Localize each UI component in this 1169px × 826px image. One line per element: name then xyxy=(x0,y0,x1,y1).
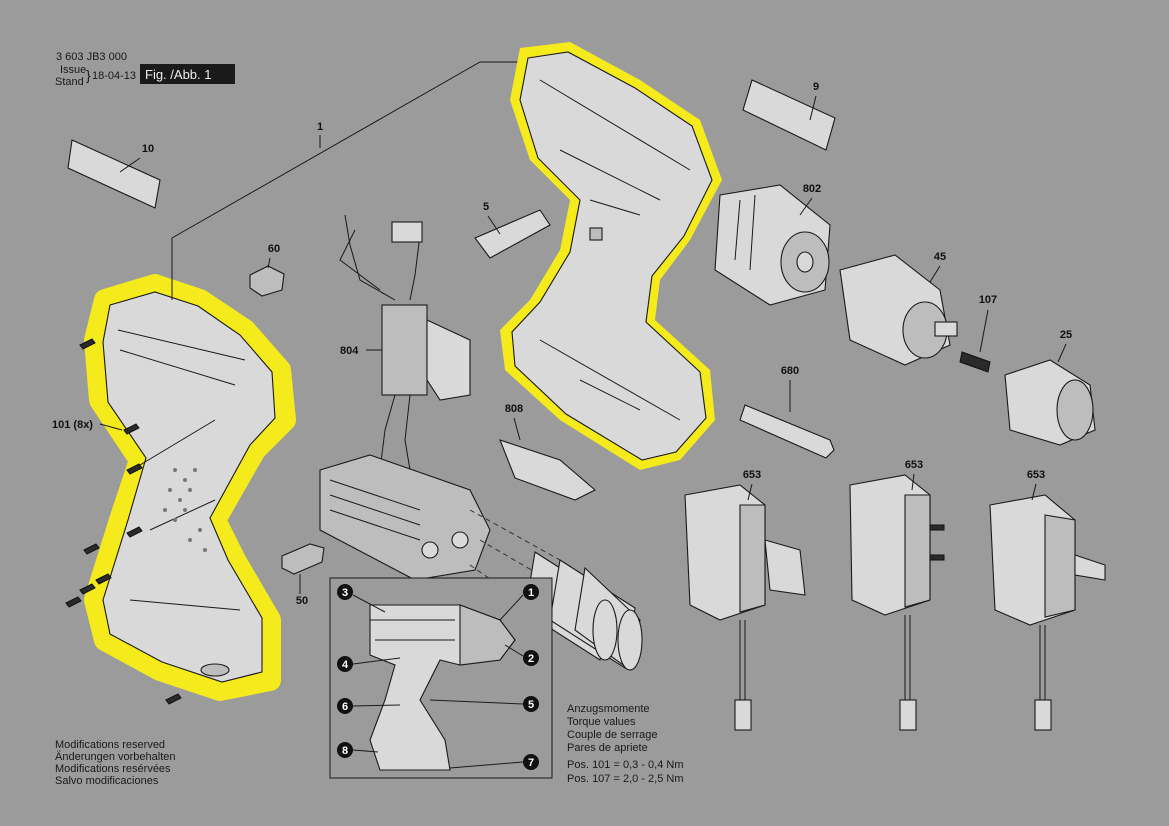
part-9: 9 xyxy=(742,79,836,151)
fig-label-box xyxy=(140,64,235,84)
part-808: 808 xyxy=(499,403,596,501)
part-680-bit: 680 xyxy=(739,365,835,459)
right-housing-half xyxy=(500,42,722,470)
inset-bubble-1: 1 xyxy=(499,584,539,621)
part-802-motor: 802 xyxy=(714,183,831,306)
label-802: 802 xyxy=(803,183,821,195)
svg-text:5: 5 xyxy=(528,699,534,711)
part-5: 5 xyxy=(474,201,551,259)
svg-text:1: 1 xyxy=(528,587,534,599)
header-block: 3 603 JB3 000 Issue Stand } 18-04-13 Fig… xyxy=(55,51,235,88)
part-804-switch: 804 xyxy=(339,214,471,471)
part-45-gearbox: 45 xyxy=(839,251,958,366)
inset-bubble-3: 3 xyxy=(337,584,386,613)
part-107-screw: 107 xyxy=(959,294,997,373)
svg-text:2: 2 xyxy=(528,653,534,665)
label-107: 107 xyxy=(979,294,997,306)
inset-bubble-2: 2 xyxy=(504,644,539,666)
svg-text:Torque values: Torque values xyxy=(567,716,636,728)
label-50: 50 xyxy=(296,595,308,607)
svg-text:Couple de serrage: Couple de serrage xyxy=(567,729,658,741)
label-60: 60 xyxy=(268,243,280,255)
inset-bubble-4: 4 xyxy=(337,656,401,672)
stand-label: Stand xyxy=(55,76,84,88)
part-60: 60 xyxy=(249,243,285,297)
part-50-led: 50 xyxy=(281,543,325,607)
svg-text:}: } xyxy=(86,67,91,83)
charger-eu: 653 xyxy=(684,469,806,731)
label-45: 45 xyxy=(934,251,946,263)
issue-date: 18-04-13 xyxy=(92,70,136,82)
label-1: 1 xyxy=(317,121,323,133)
svg-text:Modifications resérvées: Modifications resérvées xyxy=(55,763,171,775)
part-1-leader: 1 xyxy=(171,61,520,300)
label-5: 5 xyxy=(483,201,489,213)
svg-text:3: 3 xyxy=(342,587,348,599)
torque-values: Anzugsmomente Torque values Couple de se… xyxy=(567,703,683,785)
part-10: 10 xyxy=(67,139,161,209)
doc-number: 3 603 JB3 000 xyxy=(56,51,127,63)
screws-101 xyxy=(65,338,182,705)
svg-text:Pos. 107 = 2,0 - 2,5 Nm: Pos. 107 = 2,0 - 2,5 Nm xyxy=(567,773,683,785)
label-680: 680 xyxy=(781,365,799,377)
svg-text:6: 6 xyxy=(342,701,348,713)
inset-overview: 1 2 3 4 5 6 7 xyxy=(329,577,553,779)
issue-label: Issue xyxy=(60,64,86,76)
label-9: 9 xyxy=(813,81,819,93)
svg-text:Modifications reserved: Modifications reserved xyxy=(55,739,165,751)
svg-text:Salvo modificaciones: Salvo modificaciones xyxy=(55,775,159,787)
label-653-uk: 653 xyxy=(1027,469,1045,481)
svg-text:Änderungen vorbehalten: Änderungen vorbehalten xyxy=(55,751,175,763)
inset-bubble-5: 5 xyxy=(429,696,539,712)
inset-bubble-7: 7 xyxy=(449,754,539,770)
svg-text:Pos. 101 = 0,3 - 0,4 Nm: Pos. 101 = 0,3 - 0,4 Nm xyxy=(567,759,683,771)
label-653-eu: 653 xyxy=(743,469,761,481)
part-25-chuck: 25 xyxy=(1004,329,1096,446)
label-804: 804 xyxy=(340,345,359,357)
label-10: 10 xyxy=(142,143,154,155)
fig-label: Fig. /Abb. 1 xyxy=(145,67,211,82)
grip-dots xyxy=(163,468,207,552)
svg-text:4: 4 xyxy=(342,659,349,671)
label-653-us: 653 xyxy=(905,459,923,471)
svg-text:7: 7 xyxy=(528,757,534,769)
modifications-notes: Modifications reserved Änderungen vorbeh… xyxy=(55,739,175,787)
label-808: 808 xyxy=(505,403,523,415)
charger-uk: 653 xyxy=(989,469,1106,731)
svg-text:Anzugsmomente: Anzugsmomente xyxy=(567,703,650,715)
svg-text:8: 8 xyxy=(342,745,348,757)
left-housing-half xyxy=(84,274,296,701)
inset-bubble-8: 8 xyxy=(337,742,379,758)
svg-text:Pares de apriete: Pares de apriete xyxy=(567,742,648,754)
label-101: 101 (8x) xyxy=(52,419,93,431)
label-25: 25 xyxy=(1060,329,1072,341)
charger-us: 653 xyxy=(849,459,945,731)
inset-bubble-6: 6 xyxy=(337,698,401,714)
